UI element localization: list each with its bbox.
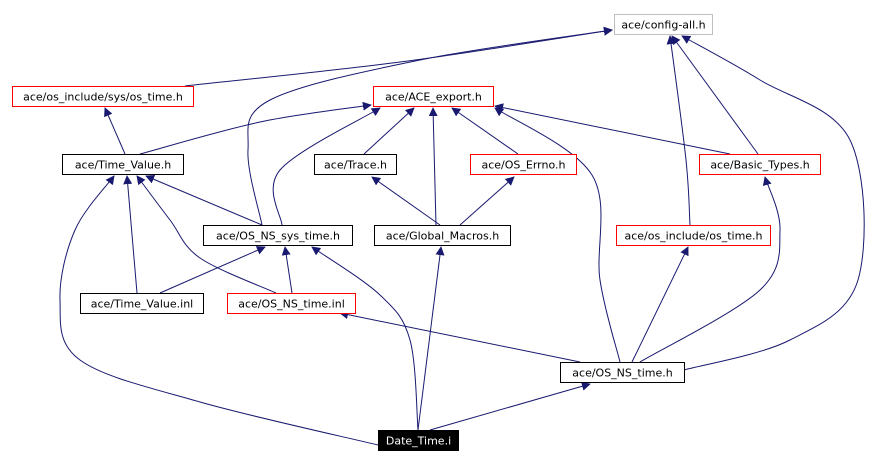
node-box	[699, 154, 821, 175]
node-label: ace/OS_NS_time.h	[572, 367, 672, 380]
node-box	[203, 225, 353, 246]
edge-time_value_inl-to-time_value_h	[123, 175, 138, 294]
node-box	[378, 430, 459, 451]
node-label: ace/Time_Value.h	[75, 159, 171, 172]
node-box	[12, 86, 194, 107]
node-ace-export[interactable]: ace/ACE_export.h	[373, 86, 494, 107]
node-os-ns-sys-time[interactable]: ace/OS_NS_sys_time.h	[203, 225, 353, 246]
edge-os_ns_time_h-to-ace_export	[494, 107, 621, 363]
node-label: ace/Basic_Types.h	[710, 159, 809, 172]
node-label: ace/config-all.h	[621, 19, 705, 32]
node-config-all[interactable]: ace/config-all.h	[614, 14, 713, 35]
edge-os_ns_time_h-to-config_all	[681, 35, 865, 371]
edge-os_ns_time_inl-to-time_value_h	[136, 175, 277, 294]
node-box	[62, 154, 184, 175]
node-box	[80, 293, 204, 314]
edge-basic_types-to-ace_export	[494, 103, 731, 155]
node-basic-types[interactable]: ace/Basic_Types.h	[699, 154, 821, 175]
edge-date_time_i-to-global_macros	[417, 246, 445, 431]
edge-os_errno-to-ace_export	[451, 107, 519, 155]
edge-os_ns_time_h-to-os_include_os_time	[631, 246, 689, 363]
node-sys-os-time[interactable]: ace/os_include/sys/os_time.h	[12, 86, 194, 107]
node-label: ace/Global_Macros.h	[386, 230, 499, 243]
edge-os_include_os_time-to-config_all	[666, 35, 691, 226]
edge-basic_types-to-config_all	[671, 35, 759, 155]
node-time-value-inl[interactable]: ace/Time_Value.inl	[80, 293, 204, 314]
edge-os_ns_sys_time-to-config_all	[247, 26, 613, 226]
node-box	[614, 14, 713, 35]
edge-global_macros-to-os_errno	[459, 176, 515, 226]
node-box	[374, 225, 511, 246]
edge-os_ns_sys_time-to-time_value_h	[145, 175, 263, 226]
edge-os_include_os_time-to-basic_types	[639, 176, 781, 363]
node-trace-h[interactable]: ace/Trace.h	[314, 154, 397, 175]
node-time-value-h[interactable]: ace/Time_Value.h	[62, 154, 184, 175]
node-label: ace/os_include/sys/os_time.h	[23, 91, 183, 104]
node-label: ace/OS_NS_sys_time.h	[216, 230, 340, 243]
node-box	[560, 362, 685, 383]
edge-time_value_inl-to-os_ns_sys_time	[159, 246, 266, 294]
edges	[59, 26, 865, 446]
node-date-time-i[interactable]: Date_Time.i	[378, 430, 459, 451]
edge-date_time_i-to-os_ns_sys_time	[311, 246, 419, 431]
edge-time_value_h-to-ace_export	[139, 101, 372, 155]
edge-os_ns_sys_time-to-ace_export	[272, 107, 381, 226]
edge-time_value_h-to-sys_os_time	[104, 107, 126, 155]
node-box	[227, 293, 356, 314]
node-os-ns-time-h[interactable]: ace/OS_NS_time.h	[560, 362, 685, 383]
edge-sys_os_time-to-config_all	[184, 26, 613, 87]
edge-trace_h-to-ace_export	[363, 107, 415, 155]
node-label: ace/OS_Errno.h	[482, 159, 566, 172]
node-box	[314, 154, 397, 175]
node-label: ace/ACE_export.h	[385, 91, 482, 104]
edge-date_time_i-to-time_value_h	[59, 175, 379, 446]
node-os-errno[interactable]: ace/OS_Errno.h	[470, 154, 577, 175]
node-os-ns-time-inl[interactable]: ace/OS_NS_time.inl	[227, 293, 356, 314]
node-box	[470, 154, 577, 175]
node-label: Date_Time.i	[386, 435, 451, 448]
edge-global_macros-to-trace_h	[371, 176, 441, 226]
node-box	[616, 225, 771, 246]
node-box	[373, 86, 494, 107]
edge-date_time_i-to-os_ns_time_h	[429, 381, 591, 431]
edge-os_ns_time_inl-to-os_ns_sys_time	[281, 246, 293, 294]
node-label: ace/OS_NS_time.inl	[238, 298, 345, 311]
edge-global_macros-to-ace_export	[428, 107, 438, 226]
node-label: ace/os_include/os_time.h	[624, 230, 762, 243]
node-label: ace/Time_Value.inl	[91, 298, 193, 311]
edge-os_ns_time_h-to-os_ns_time_inl	[339, 310, 581, 363]
node-os-include-os-time[interactable]: ace/os_include/os_time.h	[616, 225, 771, 246]
node-global-macros[interactable]: ace/Global_Macros.h	[374, 225, 511, 246]
node-label: ace/Trace.h	[324, 159, 387, 172]
nodes: ace/config-all.h ace/os_include/sys/os_ti…	[12, 14, 821, 451]
